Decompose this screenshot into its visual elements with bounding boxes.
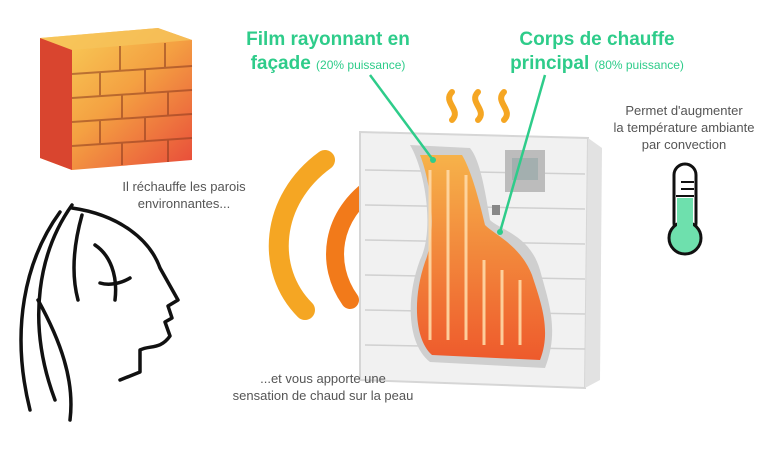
corps-title-line1: Corps de chauffe — [519, 29, 675, 50]
corps-power: (80% puissance) — [594, 58, 684, 72]
skin-text-line1: ...et vous apporte une — [260, 371, 386, 386]
radiator-icon — [359, 130, 602, 390]
film-title-line1: Film rayonnant en — [246, 29, 410, 50]
pointer-lines — [368, 74, 547, 233]
convection-text-line1: Permet d'augmenter — [625, 103, 743, 118]
walls-text-line2: environnantes... — [137, 196, 231, 211]
corps-title-line2-row: principal (80% puissance) — [492, 52, 702, 77]
thermometer-icon — [667, 162, 703, 256]
skin-caption: ...et vous apporte une sensation de chau… — [208, 370, 438, 404]
skin-text-line2: sensation de chaud sur la peau — [232, 388, 414, 403]
face-profile-icon — [19, 203, 180, 422]
walls-caption: Il réchauffe les parois environnantes... — [104, 178, 264, 212]
convection-text-line3: par convection — [641, 137, 727, 152]
pointer-dots — [430, 157, 503, 235]
film-title: Film rayonnant en façade (20% puissance) — [238, 28, 418, 77]
film-title-line2: façade — [250, 53, 311, 74]
brick-wall-icon — [40, 28, 193, 170]
corps-title: Corps de chauffe principal (80% puissanc… — [492, 28, 702, 77]
walls-text-line1: Il réchauffe les parois — [122, 179, 246, 194]
corps-title-line2: principal — [510, 53, 590, 74]
convection-caption: Permet d'augmenter la température ambian… — [594, 102, 774, 153]
convection-text-line2: la température ambiante — [613, 120, 755, 135]
film-title-line2-row: façade (20% puissance) — [238, 52, 418, 77]
heat-waves-icon — [446, 89, 510, 123]
film-power: (20% puissance) — [316, 58, 406, 72]
